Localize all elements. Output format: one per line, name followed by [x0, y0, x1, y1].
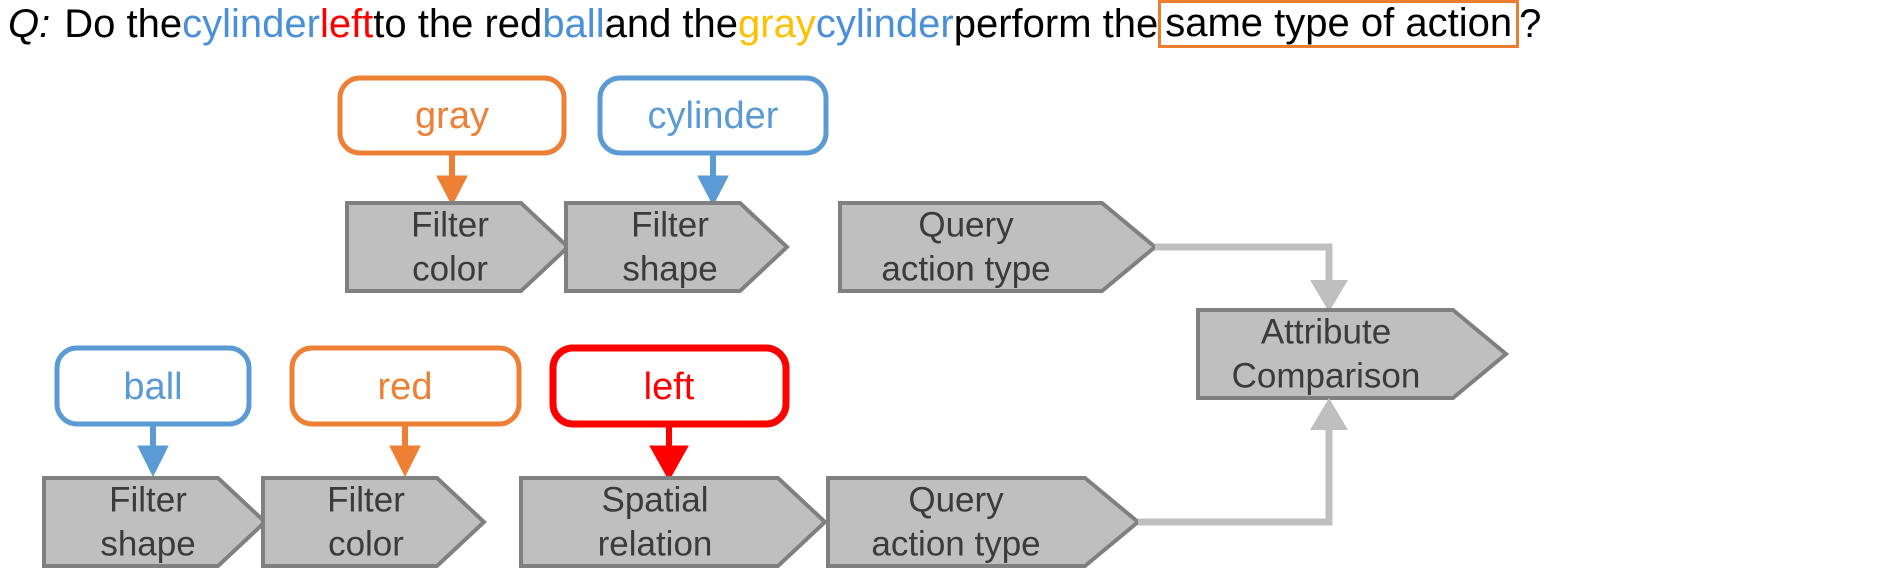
process-node-query-action-type-bottom-line1: Query: [908, 480, 1004, 519]
question-token-ball: ball: [542, 2, 605, 46]
input-node-cylinder-top-label: cylinder: [648, 95, 779, 137]
question-token-gray: gray: [738, 2, 816, 46]
process-node-query-action-type-top-line2: action type: [881, 249, 1050, 288]
process-node-filter-shape-top-line1: Filter: [631, 205, 709, 244]
process-node-attribute-comparison-line1: Attribute: [1261, 312, 1391, 351]
question-token-0: Do the: [64, 2, 183, 46]
process-node-attribute-comparison-line2: Comparison: [1232, 356, 1421, 395]
process-node-filter-shape-bottom-shape: [42, 476, 268, 568]
process-node-query-action-type-bottom-shape: [826, 476, 1142, 568]
process-node-spatial-relation-shape: [519, 476, 828, 568]
input-node-ball[interactable]: ball: [54, 345, 252, 427]
process-node-spatial-relation-line1: Spatial: [601, 480, 708, 519]
process-node-filter-shape-bottom-line2: shape: [100, 524, 195, 563]
arrow-gray-to-filter-color-top: [436, 153, 468, 207]
question-token-8: perform the: [953, 2, 1159, 46]
process-node-filter-shape-top-shape: [564, 201, 790, 293]
question-token-cylinder-1: cylinder: [182, 2, 320, 46]
process-node-filter-color-top[interactable]: Filter color: [345, 201, 571, 293]
process-node-filter-shape-top-line2: shape: [622, 249, 717, 288]
process-node-filter-shape-bottom[interactable]: Filter shape: [42, 476, 268, 568]
process-node-query-action-type-bottom[interactable]: Query action type: [826, 476, 1142, 568]
arrow-left-to-spatial-relation: [649, 424, 689, 482]
arrow-cylinder-to-filter-shape-top: [697, 153, 729, 207]
process-node-filter-color-top-line1: Filter: [411, 205, 489, 244]
input-node-red-label: red: [378, 366, 433, 408]
process-node-query-action-type-top-line1: Query: [918, 205, 1014, 244]
question-token-5: and the: [604, 2, 739, 46]
question-prefix: Q:: [8, 2, 51, 46]
question-line: Q: Do the cylinder left to the red ball …: [8, 0, 1541, 50]
process-node-filter-shape-bottom-line1: Filter: [109, 480, 187, 519]
process-node-filter-color-bottom-shape: [261, 476, 487, 568]
process-node-filter-color-bottom[interactable]: Filter color: [261, 476, 487, 568]
process-node-filter-color-top-shape: [345, 201, 571, 293]
input-node-gray[interactable]: gray: [337, 75, 567, 156]
input-node-left-label: left: [644, 366, 695, 408]
question-highlight: same type of action: [1158, 0, 1520, 48]
arrow-ball-to-filter-shape-bottom: [137, 424, 169, 478]
process-node-filter-color-bottom-line2: color: [328, 524, 404, 563]
input-node-ball-label: ball: [123, 366, 182, 408]
process-node-attribute-comparison-shape: [1196, 308, 1510, 400]
process-node-filter-shape-top[interactable]: Filter shape: [564, 201, 790, 293]
question-suffix: ?: [1519, 2, 1542, 46]
question-token-3: to the red: [373, 2, 543, 46]
input-node-red[interactable]: red: [289, 345, 522, 427]
process-node-attribute-comparison[interactable]: Attribute Comparison: [1196, 308, 1510, 400]
process-node-spatial-relation-line2: relation: [598, 524, 713, 563]
process-node-filter-color-bottom-line1: Filter: [327, 480, 405, 519]
process-node-filter-color-top-line2: color: [412, 249, 488, 288]
arrow-red-to-filter-color-bottom: [389, 424, 421, 478]
input-node-gray-label: gray: [415, 95, 489, 137]
question-token-cylinder-2: cylinder: [815, 2, 954, 46]
connector-bottom-to-output: [1138, 398, 1348, 526]
connector-top-to-output: [1155, 243, 1348, 312]
process-node-query-action-type-top[interactable]: Query action type: [838, 201, 1159, 293]
input-node-cylinder-top[interactable]: cylinder: [597, 75, 829, 156]
process-node-query-action-type-bottom-line2: action type: [871, 524, 1040, 563]
input-node-left[interactable]: left: [549, 344, 790, 428]
process-node-query-action-type-top-shape: [838, 201, 1159, 293]
question-token-left: left: [319, 2, 374, 46]
process-node-spatial-relation[interactable]: Spatial relation: [519, 476, 828, 568]
